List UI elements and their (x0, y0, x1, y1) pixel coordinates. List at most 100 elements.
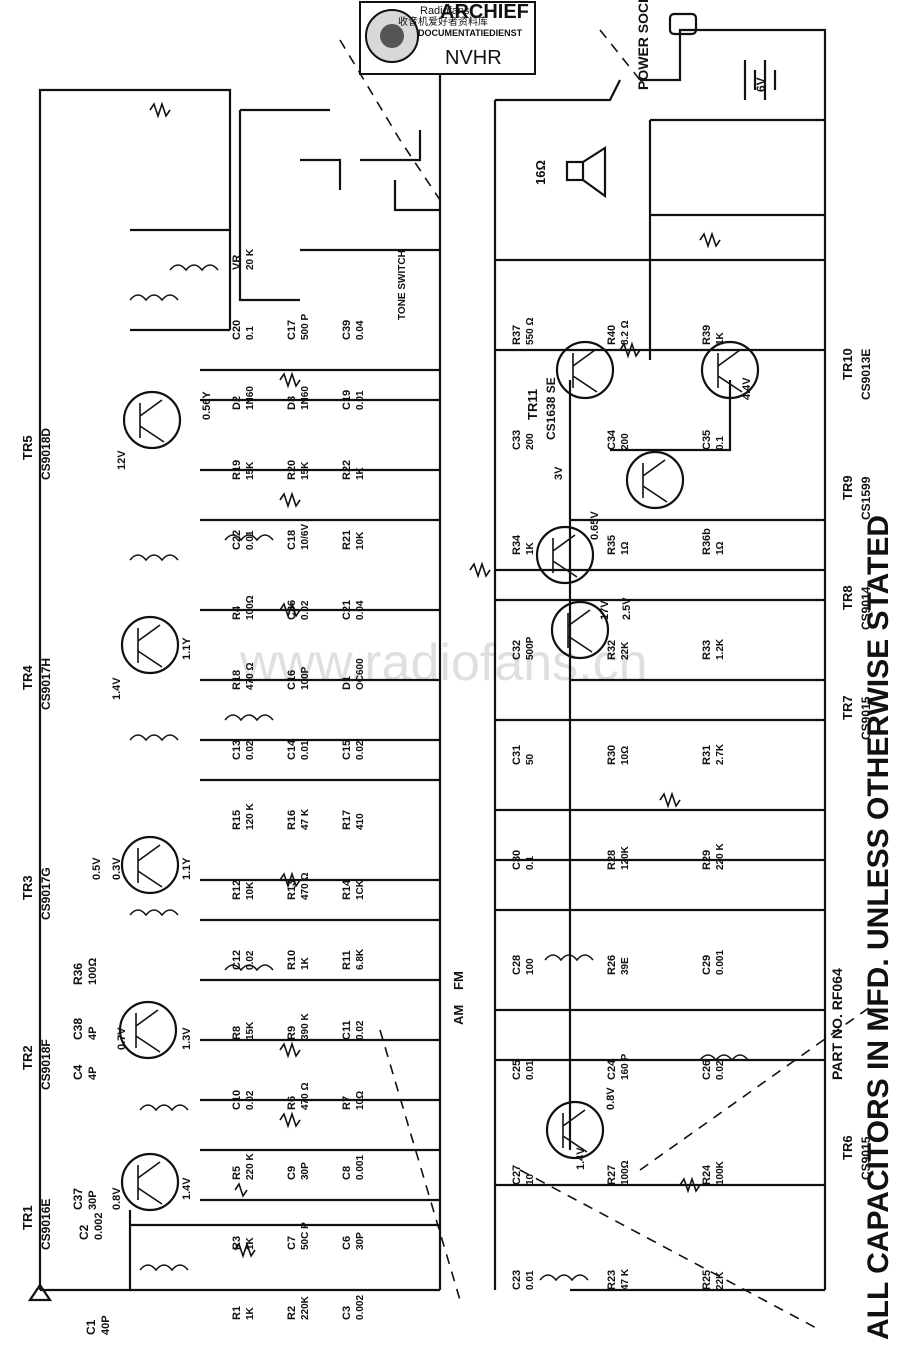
label-c23-ref: C23 (511, 1270, 523, 1290)
label-c27-ref: C27 (511, 1165, 523, 1185)
stamp-line3: NVHR (445, 47, 502, 69)
label-c24-ref: C24 (606, 1059, 618, 1080)
label-voltage-7: 1.4V (111, 677, 123, 700)
label-c38-val: 4P (87, 1027, 99, 1040)
label-c8-ref: C8 (341, 1166, 353, 1180)
label-r36b-val: 1Ω (715, 541, 726, 555)
label-c25-ref: C25 (511, 1060, 523, 1080)
label-r37-val: 550 Ω (525, 318, 536, 345)
label-r14-ref: R14 (341, 879, 353, 900)
label-tr11-id: TR11 (525, 389, 540, 420)
part-number: PART NO. RF064 (829, 968, 845, 1080)
label-tr1-type: CS9016E (39, 1199, 53, 1250)
transistor-tr11 (555, 340, 615, 400)
label-d3-val: 1N60 (300, 386, 311, 410)
label-c4-val: 4P (87, 1067, 99, 1080)
label-c35-ref: C35 (701, 430, 713, 450)
stamp-logo-core (380, 24, 404, 48)
label-r17-val: 410 (355, 813, 366, 830)
label-c12-val: 0.02 (245, 950, 256, 970)
label-c11-ref: C11 (341, 1020, 353, 1040)
label-voltage-15: 0.65V (589, 511, 601, 540)
battery-label: 6V (754, 77, 768, 92)
label-c2-val: 0.002 (93, 1212, 105, 1240)
label-r40-val: 8.2 Ω (620, 320, 631, 345)
label-c16-val: 100P (300, 666, 311, 690)
label-c31-val: 50 (525, 753, 536, 765)
label-c36-val: 0.02 (300, 600, 311, 620)
label-r30-ref: R30 (606, 745, 618, 765)
label-r40-ref: R40 (606, 325, 618, 345)
label-r14-val: 1CK (355, 879, 366, 900)
label-r27-ref: R27 (606, 1165, 618, 1185)
label-c20-val: 0.1 (245, 326, 256, 340)
label-r37-ref: R37 (511, 325, 523, 345)
label-c30-ref: C30 (511, 850, 523, 870)
label-r28-val: 120K (620, 845, 631, 870)
label-r33-val: 1.2K (715, 638, 726, 660)
label-c28-val: 100 (525, 958, 536, 975)
label-r12-ref: R12 (231, 880, 243, 900)
label-c10-val: 0.02 (245, 1090, 256, 1110)
label-voltage-10: 0.56Y (201, 391, 213, 420)
label-r3-val: 1K (245, 1236, 256, 1250)
label-r9-ref: R9 (286, 1026, 298, 1040)
label-c18-ref: C18 (286, 530, 298, 550)
label-r29-val: 220 K (715, 843, 726, 870)
label-voltage-5: 0.3V (111, 857, 123, 880)
transistor-tr7 (550, 600, 610, 660)
power-socket-icon (668, 12, 698, 36)
label-c7-val: 50C P (300, 1222, 311, 1250)
transistor-tr3 (120, 835, 180, 895)
label-r30-val: 10Ω (620, 746, 631, 765)
label-c14-ref: C14 (286, 739, 298, 760)
transistor-tr9 (625, 450, 685, 510)
label-c32-ref: C32 (511, 640, 523, 660)
label-r1-val: 1K (245, 1306, 256, 1320)
label-c34-val: 200 (620, 433, 631, 450)
label-d1-ref: D1 (341, 676, 353, 690)
label-c19-val: 0.01 (355, 390, 366, 410)
label-r32-ref: R32 (606, 640, 618, 660)
transistor-tr2 (118, 1000, 178, 1060)
label-voltage-11: 0.8V (605, 1087, 617, 1110)
label-r7-ref: R7 (341, 1096, 353, 1110)
coil-group (129, 264, 749, 1282)
label-tr1-id: TR1 (20, 1205, 35, 1230)
speaker-label: 16Ω (533, 160, 548, 185)
label-r5-val: 220 K (245, 1153, 256, 1180)
label-c6-ref: C6 (341, 1236, 353, 1250)
label-c4-ref: C4 (71, 1064, 85, 1080)
label-d2-val: 1N60 (245, 386, 256, 410)
label-c11-val: 0.02 (355, 1020, 366, 1040)
label-tr6-type: CS9015 (859, 1136, 873, 1180)
label-tr2-id: TR2 (20, 1045, 35, 1070)
resistor-group (149, 101, 721, 1259)
label-c9-ref: C9 (286, 1166, 298, 1180)
label-r10-val: 1K (300, 956, 311, 970)
label-c22-ref: C22 (231, 530, 243, 550)
label-c12-ref: C12 (231, 950, 243, 970)
label-r9-val: 390 K (300, 1013, 311, 1040)
label-r33-ref: R33 (701, 640, 713, 660)
transistor-tr10 (700, 340, 760, 400)
label-voltage-12: 1.4V (575, 1147, 587, 1170)
label-c3-val: 0.002 (355, 1295, 366, 1320)
transistor-tr1 (120, 1152, 180, 1212)
label-voltage-2: 0.7V (116, 1027, 128, 1050)
label-r2-ref: R2 (286, 1306, 298, 1320)
label-voltage-17: 4.4V (741, 377, 753, 400)
label-voltage-13: 17V (599, 600, 611, 620)
label-tr7-id: TR7 (840, 695, 855, 720)
label-c21-val: 0.04 (355, 600, 366, 620)
band-fm-label: FM (451, 971, 466, 990)
transistor-tr5 (122, 390, 182, 450)
label-c1-ref: C1 (84, 1319, 98, 1335)
label-c33-ref: C33 (511, 430, 523, 450)
label-c29-val: 0.001 (715, 950, 726, 975)
label-r15-ref: R15 (231, 810, 243, 830)
label-voltage-3: 1.3V (181, 1027, 193, 1050)
label-c28-ref: C28 (511, 955, 523, 975)
label-c19-ref: C19 (341, 390, 353, 410)
